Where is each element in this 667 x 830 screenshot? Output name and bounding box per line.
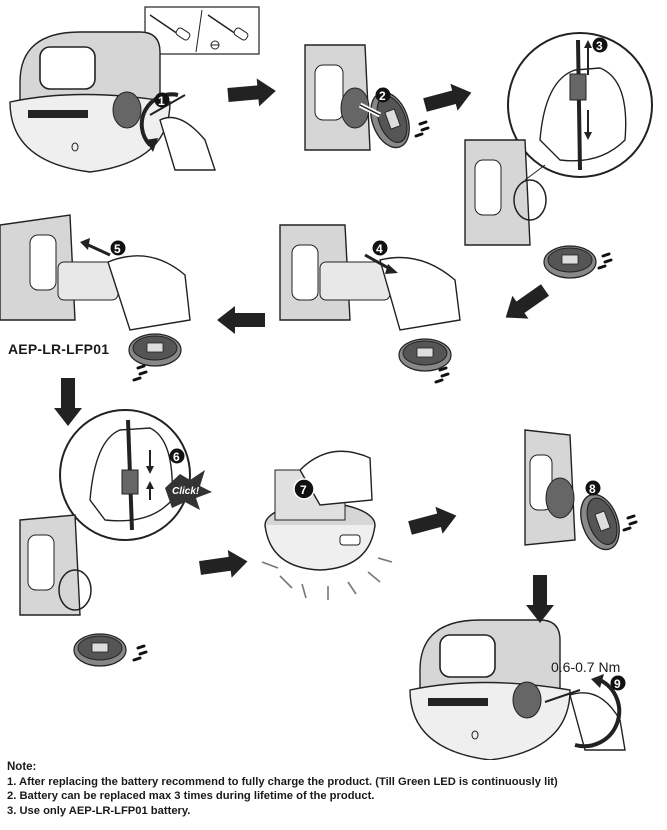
battery-model-label: AEP-LR-LFP01 [8,341,109,357]
click-label: Click! [172,486,200,497]
notes-section: Note: 1. After replacing the battery rec… [7,760,667,818]
step-number-2: 2 [379,89,386,103]
step-4-panel [280,225,460,382]
tool-box [145,7,259,54]
step-number-5: 5 [114,242,121,256]
step-9-panel [410,620,625,760]
note-item-1: 1. After replacing the battery recommend… [7,775,667,790]
step-number-1: 1 [158,94,165,108]
notes-heading: Note: [7,760,667,775]
step-8-panel [525,430,636,555]
step-number-4: 4 [376,242,383,256]
step-number-6: 6 [173,450,180,464]
torque-spec-label: 0.6-0.7 Nm [551,659,620,675]
note-item-2: 2. Battery can be replaced max 3 times d… [7,789,667,804]
step-7-panel [262,451,392,600]
step-number-7: 7 [300,483,307,497]
step-number-9: 9 [614,677,621,691]
step-3-panel [465,33,652,278]
step-number-3: 3 [596,39,603,53]
step-2-panel [305,45,428,153]
battery-replacement-illustration: Click! [0,0,667,760]
note-item-3: 3. Use only AEP-LR-LFP01 battery. [7,804,667,819]
step-6-panel: Click! [20,410,212,666]
step-number-8: 8 [589,482,596,496]
